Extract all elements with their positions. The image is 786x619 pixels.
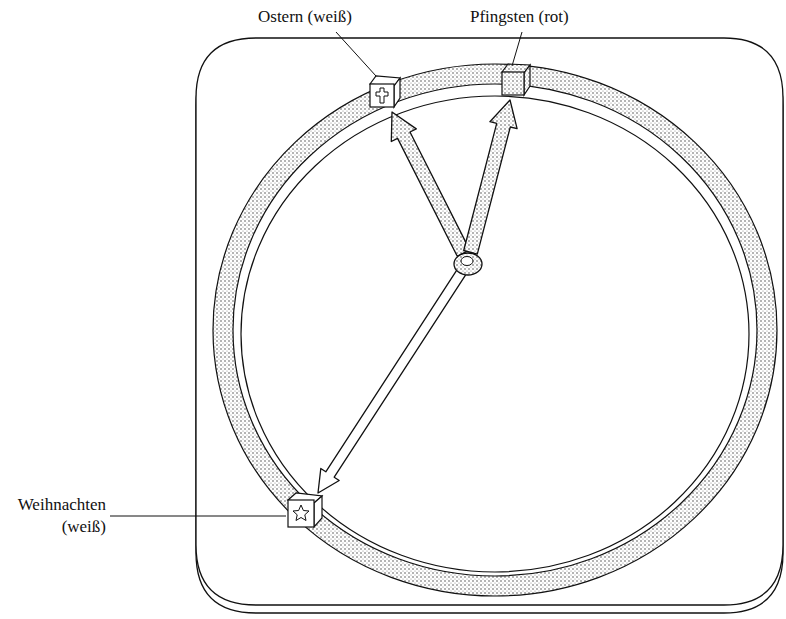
christmas-marker [288,493,322,527]
easter-hand [391,112,469,256]
inner-disc [241,96,749,572]
ring-band [213,64,777,596]
base-plate [196,38,783,605]
knob-cap [461,257,473,266]
easter-marker [370,76,400,107]
leader-line [110,516,286,517]
feast-label: Pfingsten (rot) [470,6,569,28]
leader-line [512,32,522,66]
center-knob [454,253,482,275]
pentecost-marker [502,64,530,95]
christmas-hand [318,268,467,493]
feast-label: Ostern (weiß) [258,6,352,28]
pentecost-hand [464,100,517,254]
leader-line [336,32,376,76]
feast-label: Weihnachten (weiß) [4,494,106,538]
